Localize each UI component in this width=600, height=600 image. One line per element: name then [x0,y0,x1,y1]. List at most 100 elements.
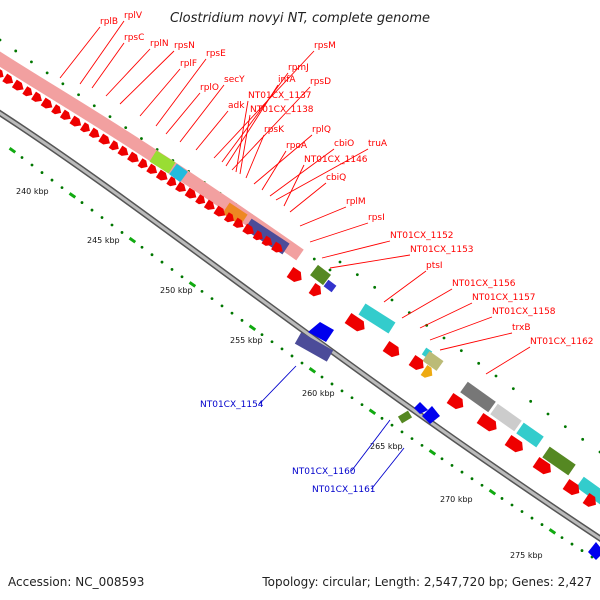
tick-dot [410,437,414,441]
tick-dot [200,289,204,293]
tick-label-260: 260 kbp [302,389,335,398]
tick-dot [140,137,143,140]
reverse-cog-block [397,410,413,424]
tick-dot [563,425,567,429]
gene-arrows [0,68,596,507]
gene-label-rplm: rplM [346,197,366,207]
label-connector [419,302,473,329]
tick-dot [220,304,224,308]
forward-gene-arrow [420,365,433,378]
tick-dot [120,231,124,234]
tick-dot [540,523,544,526]
forward-gene-arrow [261,235,273,246]
tick-dot [230,311,234,315]
forward-gene-arrow [242,223,254,235]
tick-dot [581,437,585,441]
forward-gene-arrow [88,127,100,138]
gene-label-nt01cx-1160: NT01CX_1160 [292,467,356,477]
tick-dot [20,156,24,159]
tick-dot [459,349,463,353]
label-connector [79,20,125,85]
tick-dot [460,470,464,474]
gene-label-rpsc: rpsC [124,33,144,43]
label-connector [253,134,313,185]
label-connector [179,84,225,143]
gene-label-rplq: rplQ [312,125,331,135]
label-connector [383,270,427,303]
tick-mark-major [428,449,437,456]
tick-mark-major [308,367,317,374]
forward-gene-arrow [213,205,226,217]
gene-label-nt01cx-1146: NT01CX_1146 [304,155,368,165]
forward-gene-arrow [232,217,244,228]
tick-dot [150,253,154,257]
tick-dot [100,216,104,219]
forward-gene-arrow [79,122,90,133]
gene-label-nt01cx-1154: NT01CX_1154 [200,400,264,410]
tick-dot [77,93,80,97]
tick-labels: 240 kbp 245 kbp 250 kbp 255 kbp 260 kbp … [16,187,543,560]
label-connector [321,240,391,259]
reverse-genes [294,322,600,560]
label-connector [309,222,369,243]
forward-gene-arrow [184,187,197,199]
reverse-cog-block [294,332,334,362]
tick-dot [280,347,284,351]
gene-label-nt01cx-1157: NT01CX_1157 [472,293,536,303]
tick-dot [140,245,144,249]
tick-dot [480,483,484,487]
gene-label-rpse: rpsE [206,49,226,59]
gene-label-nt01cx-1162: NT01CX_1162 [530,337,594,347]
tick-dot [30,163,34,167]
gene-label-nt01cx-1158: NT01CX_1158 [492,307,556,317]
label-connector [245,134,265,179]
tick-dot [440,457,444,461]
forward-gene-arrow [108,140,119,151]
tick-mark-major [368,408,377,416]
tick-dot [400,430,404,434]
forward-gene-arrow [117,145,129,156]
tick-label-250: 250 kbp [160,286,193,295]
gene-label-nt01cx-1152: NT01CX_1152 [390,231,454,241]
reverse-gene-arrow [308,322,334,342]
tick-dot [510,503,514,507]
gene-label-rpoa: rpoA [286,141,308,151]
forward-gene-arrow [0,68,4,79]
forward-gene-arrow [308,283,322,297]
label-connector [351,419,391,472]
forward-gene-arrow [166,176,177,187]
gene-label-rpsi: rpsI [368,213,385,223]
gene-label-adk: adk [228,101,245,111]
forward-gene-arrow [155,169,168,181]
tick-dot [529,399,533,403]
tick-dot [170,268,174,271]
map-title: Clostridium novyi NT, complete genome [170,11,430,26]
gene-label-trxb: trxB [512,323,531,333]
tick-dot [511,387,515,391]
gene-label-nt01cx-1156: NT01CX_1156 [452,279,516,289]
tick-dot [61,82,65,86]
forward-gene-arrow [203,199,215,210]
tick-label-245: 245 kbp [87,236,120,245]
tick-dot [110,223,114,227]
tick-dot [338,260,342,264]
tick-dot [124,126,128,130]
label-connector [439,332,513,351]
gene-label-rpsn: rpsN [174,41,195,51]
tick-dot [560,536,564,539]
gene-label-rpln: rplN [150,39,169,49]
forward-gene-arrow [2,73,14,84]
label-connector [371,447,405,490]
gene-label-ptsi: ptsI [426,261,443,271]
tick-mark-major [248,324,257,332]
tick-dot [530,516,534,520]
label-connector [105,48,151,97]
tick-dot [494,374,498,378]
label-connector [195,110,229,151]
label-connector [299,206,347,227]
tick-dot [328,268,332,272]
tick-dot [14,49,18,53]
gene-label-nt01cx-1137: NT01CX_1137 [248,91,312,101]
tick-dot [390,423,394,427]
